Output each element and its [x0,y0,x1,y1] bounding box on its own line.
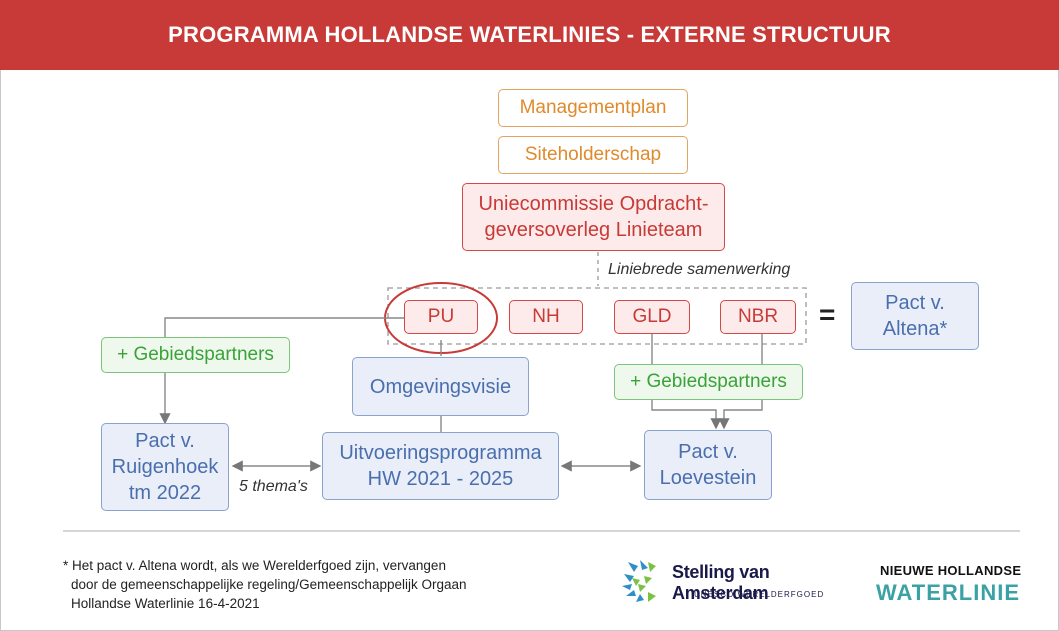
uniecommissie-box: Uniecommissie Opdracht- geversoverleg Li… [462,183,725,251]
liniebrede-dashed-group [387,287,807,345]
sva-logo-subtitle: UNESCO WERELDERFGOED [694,590,825,599]
gebiedspartners-right: + Gebiedspartners [614,364,803,400]
equals-sign: = [819,299,836,330]
uitvoeringsprogramma-box: Uitvoeringsprogramma HW 2021 - 2025 [322,432,559,500]
sva-logo-name: Stelling van Amsterdam [672,562,770,603]
omgevingsvisie-box: Omgevingsvisie [352,357,529,416]
liniebrede-label: Liniebrede samenwerking [608,261,791,278]
page-title: PROGRAMMA HOLLANDSE WATERLINIES - EXTERN… [0,0,1059,70]
nhw-logo-bottom: WATERLINIE [876,580,1021,605]
footnote-line-2: door de gemeenschappelijke regeling/Geme… [71,576,467,592]
region-gld: GLD [614,300,690,334]
footnote-line-3: Hollandse Waterlinie 16-4-2021 [71,595,260,611]
pact-altena-box: Pact v. Altena* [851,282,979,350]
footnote-line-1: * Het pact v. Altena wordt, als we Werel… [63,558,446,573]
siteholderschap-box: Siteholderschap [498,136,688,174]
region-nbr: NBR [720,300,796,334]
nieuwe-hollandse-waterlinie-logo: NIEUWE HOLLANDSE WATERLINIE [862,563,1032,609]
region-nh: NH [509,300,583,334]
pact-loevestein-box: Pact v. Loevestein [644,430,772,500]
pact-ruigenhoek-box: Pact v. Ruigenhoek tm 2022 [101,423,229,511]
managementplan-box: Managementplan [498,89,688,127]
themas-label: 5 thema's [239,478,308,495]
gebiedspartners-left: + Gebiedspartners [101,337,290,373]
footnote: * Het pact v. Altena wordt, als we Werel… [63,557,467,614]
sva-gear-icon [622,560,656,602]
nhw-logo-top: NIEUWE HOLLANDSE [880,563,1022,578]
region-pu: PU [404,300,478,334]
stelling-van-amsterdam-logo: Stelling van Amsterdam UNESCO WERELDERFG… [618,556,833,610]
